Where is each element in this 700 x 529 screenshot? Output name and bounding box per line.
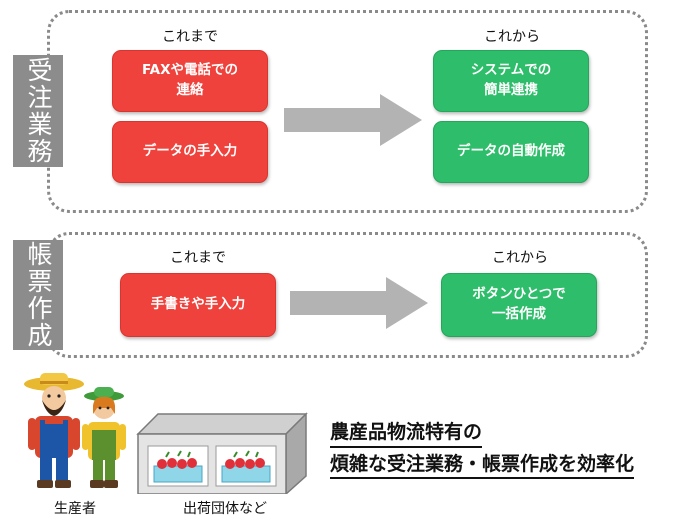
order-after-item-system: システムでの 簡単連携 [433, 50, 589, 112]
farmers-illustration [24, 373, 126, 488]
produce-crate-icon [221, 450, 271, 483]
headline: 農産品物流特有の 煩雑な受注業務・帳票作成を効率化 [330, 420, 690, 483]
headline-line-1: 農産品物流特有の [330, 420, 483, 448]
form-after-heading: これから [492, 250, 548, 266]
shipping-caption: 出荷団体など [183, 501, 267, 517]
order-section-label: 受注業務 [13, 55, 63, 167]
order-before-heading: これまで [162, 29, 218, 45]
producers-caption: 生産者 [54, 501, 96, 517]
male-farmer-icon [24, 373, 84, 488]
shipping-crate-illustration [136, 412, 308, 494]
form-before-heading: これまで [170, 250, 226, 266]
order-arrow [284, 94, 422, 146]
form-arrow [290, 277, 428, 329]
order-after-heading: これから [484, 29, 540, 45]
order-before-item-fax: FAXや電話での 連絡 [112, 50, 268, 112]
produce-crate-icon [153, 450, 203, 483]
female-farmer-icon [82, 387, 126, 488]
order-before-item-manual-entry: データの手入力 [112, 121, 268, 183]
form-after-item-one-button: ボタンひとつで 一括作成 [441, 273, 597, 337]
form-section-label: 帳票作成 [13, 240, 63, 350]
form-before-item-handwriting: 手書きや手入力 [120, 273, 276, 337]
order-after-item-auto-create: データの自動作成 [433, 121, 589, 183]
headline-line-2: 煩雑な受注業務・帳票作成を効率化 [330, 452, 635, 480]
